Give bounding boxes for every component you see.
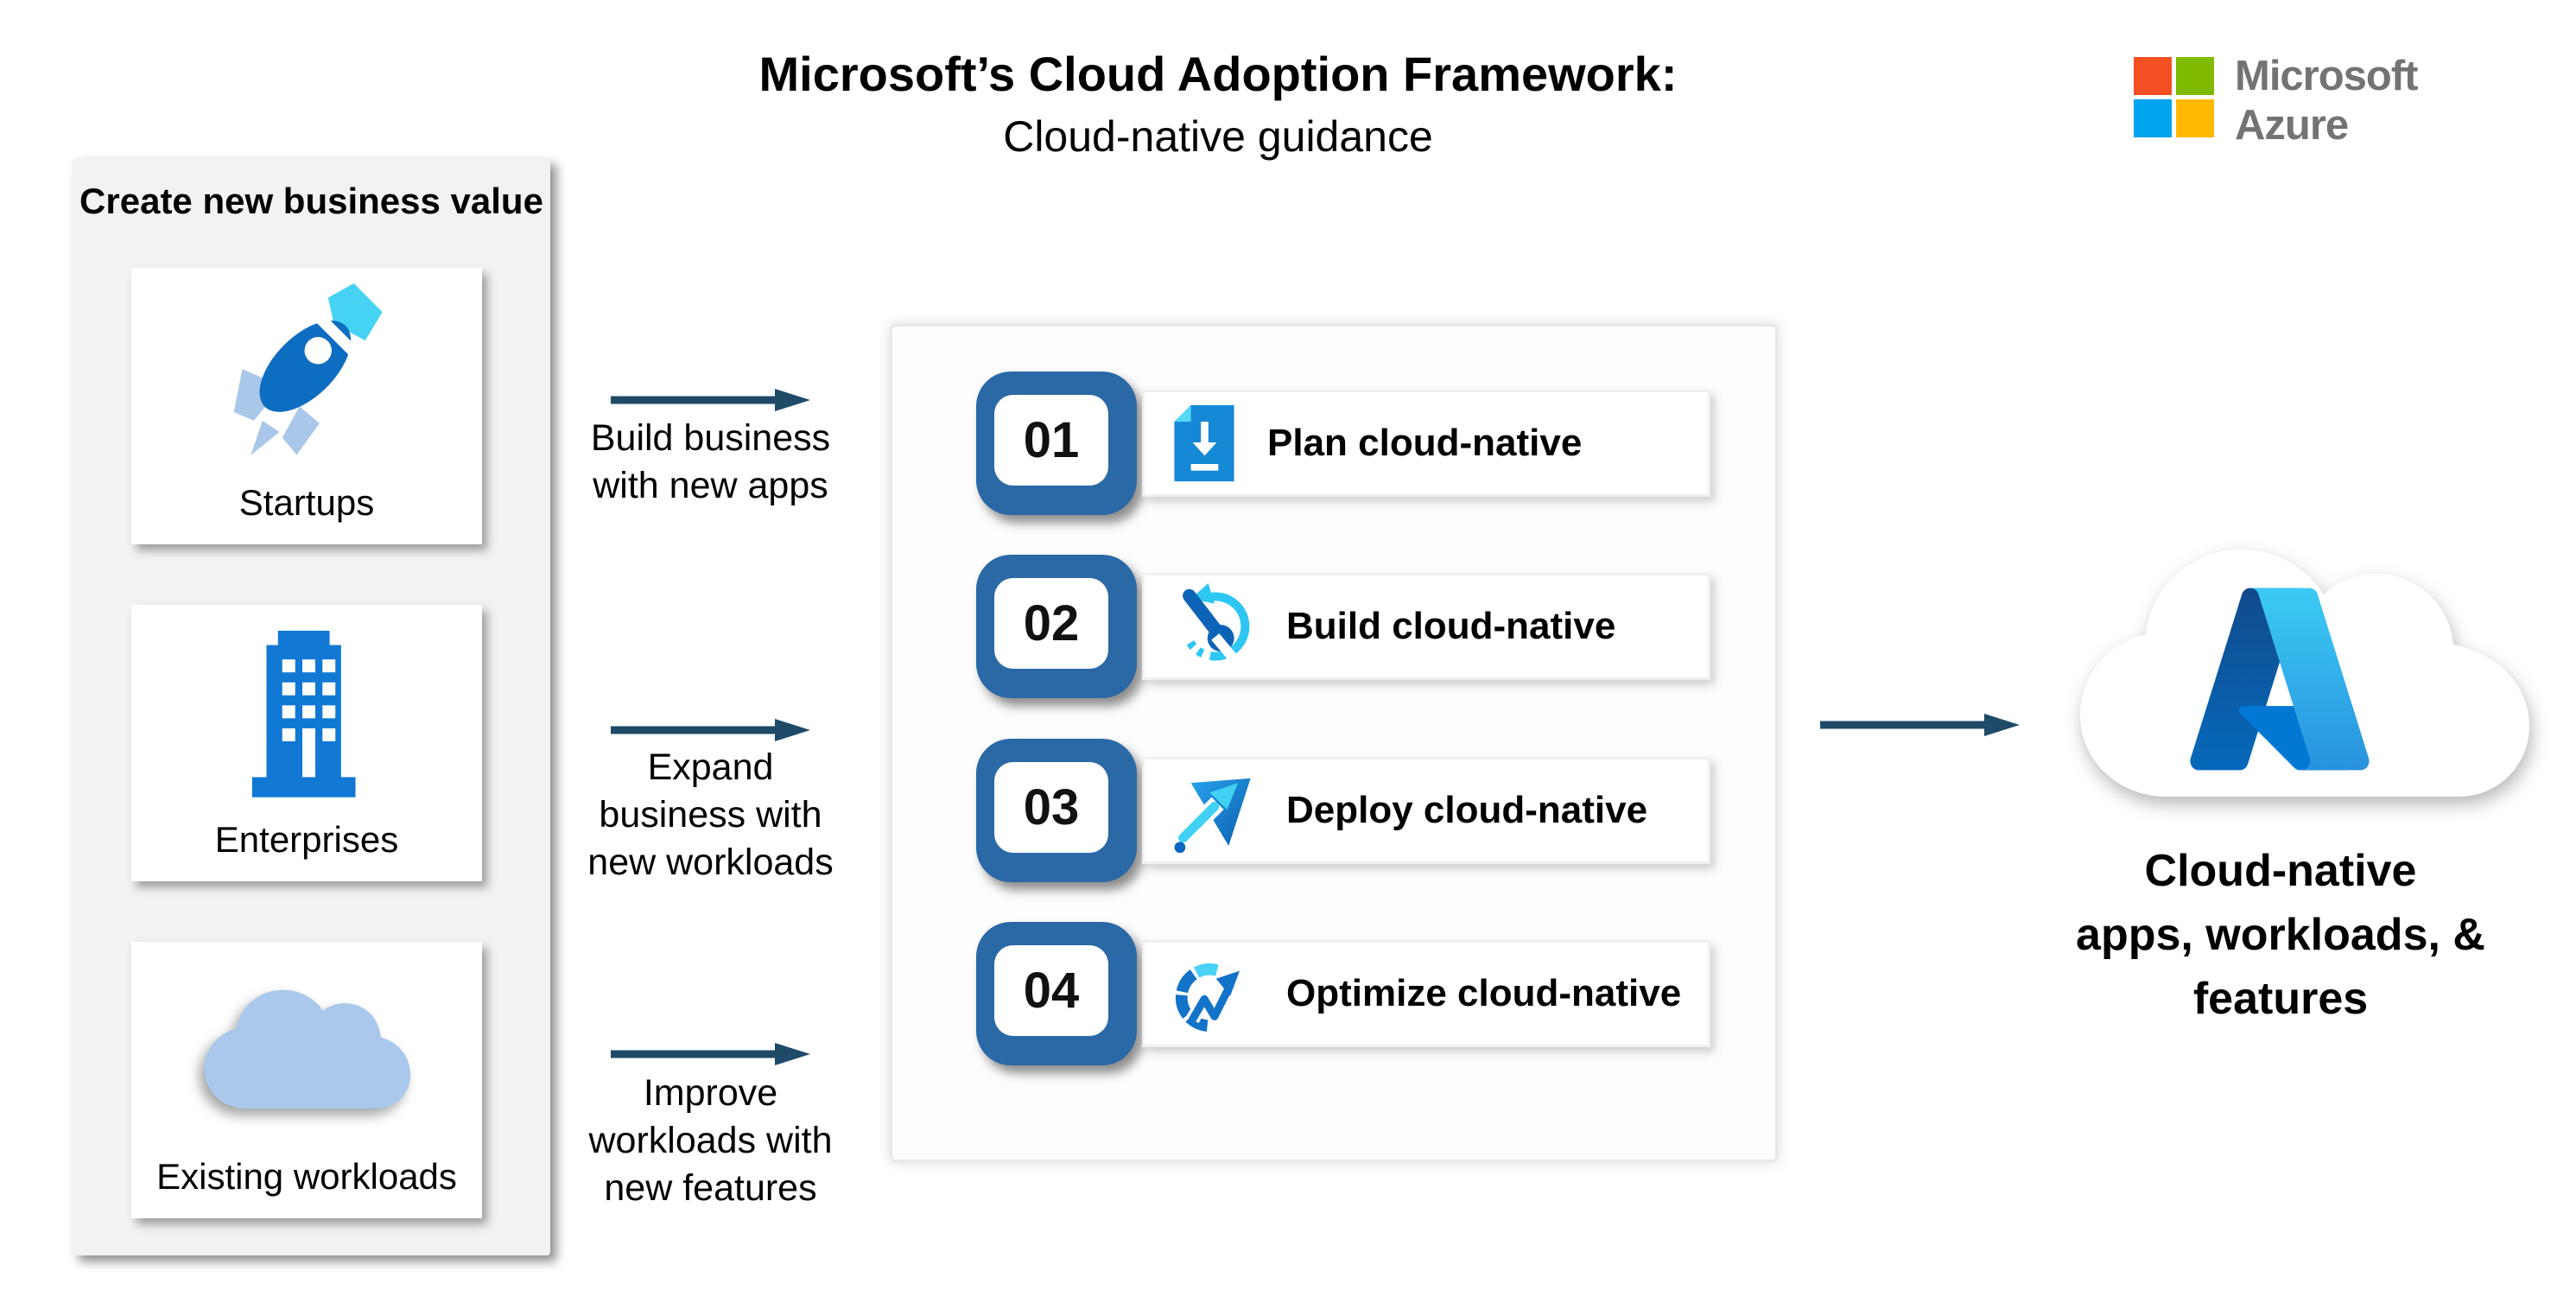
ms-square-blue bbox=[2134, 99, 2172, 137]
step-bar-optimize: Optimize cloud-native bbox=[1142, 940, 1710, 1047]
optimize-gauge-icon bbox=[1175, 963, 1244, 1033]
azure-logo-icon bbox=[2190, 588, 2370, 771]
flow-label-expand-business: Expand business with new workloads bbox=[587, 747, 834, 883]
ms-square-green bbox=[2176, 57, 2214, 95]
flow-label-improve-workloads: Improve workloads with new features bbox=[588, 1072, 833, 1209]
card-label: Startups bbox=[238, 482, 375, 523]
card-existing-workloads: Existing workloads bbox=[131, 942, 482, 1218]
step-number: 03 bbox=[994, 762, 1108, 853]
step-badge-02: 02 bbox=[976, 555, 1137, 698]
brand-line-microsoft: Microsoft bbox=[2235, 53, 2418, 99]
result-arrow bbox=[1820, 714, 2020, 736]
page-title: Microsoft’s Cloud Adoption Framework: bbox=[758, 47, 1678, 101]
building-icon bbox=[251, 630, 356, 797]
flow-arrow-1 bbox=[611, 389, 810, 411]
flow-label-build-business: Build business with new apps bbox=[590, 417, 831, 506]
step-label: Plan cloud-native bbox=[1267, 422, 1583, 464]
deploy-arrow-icon bbox=[1174, 778, 1251, 854]
brand-wordmark: Microsoft Azure bbox=[2235, 52, 2418, 150]
page-subtitle: Cloud-native guidance bbox=[1003, 112, 1433, 161]
step-label: Optimize cloud-native bbox=[1286, 972, 1682, 1014]
plan-download-icon bbox=[1174, 404, 1234, 482]
result-label: Cloud-native apps, workloads, & features bbox=[2076, 846, 2485, 1024]
card-startups: Startups bbox=[131, 268, 482, 544]
step-bar-build: Build cloud-native bbox=[1142, 573, 1710, 680]
ms-square-yellow bbox=[2176, 99, 2214, 137]
microsoft-logo-icon bbox=[2134, 57, 2214, 137]
brand-line-azure: Azure bbox=[2235, 102, 2349, 149]
flow-arrow-3 bbox=[611, 1043, 810, 1065]
step-badge-03: 03 bbox=[976, 739, 1137, 882]
header: Microsoft’s Cloud Adoption Framework: Cl… bbox=[609, 43, 1827, 168]
ms-square-red bbox=[2134, 57, 2172, 95]
step-bar-deploy: Deploy cloud-native bbox=[1142, 757, 1710, 864]
microsoft-azure-logo: Microsoft Azure bbox=[2134, 52, 2418, 150]
step-label: Build cloud-native bbox=[1286, 605, 1616, 647]
flow-arrow-2 bbox=[611, 719, 810, 741]
step-number: 04 bbox=[994, 945, 1108, 1036]
step-label: Deploy cloud-native bbox=[1286, 789, 1648, 831]
card-enterprises: Enterprises bbox=[131, 605, 482, 881]
card-label: Existing workloads bbox=[156, 1156, 457, 1197]
step-number: 01 bbox=[994, 395, 1108, 486]
step-badge-01: 01 bbox=[976, 372, 1137, 515]
step-badge-04: 04 bbox=[976, 922, 1137, 1065]
step-number: 02 bbox=[994, 578, 1108, 669]
cloud-icon bbox=[204, 989, 411, 1109]
build-wrench-icon bbox=[1181, 583, 1250, 661]
create-value-panel: Create new business value Startups bbox=[73, 158, 550, 1255]
card-label: Enterprises bbox=[214, 819, 399, 860]
step-bar-plan: Plan cloud-native bbox=[1142, 390, 1710, 497]
rocket-icon bbox=[233, 283, 383, 455]
panel-title: Create new business value bbox=[79, 181, 543, 221]
